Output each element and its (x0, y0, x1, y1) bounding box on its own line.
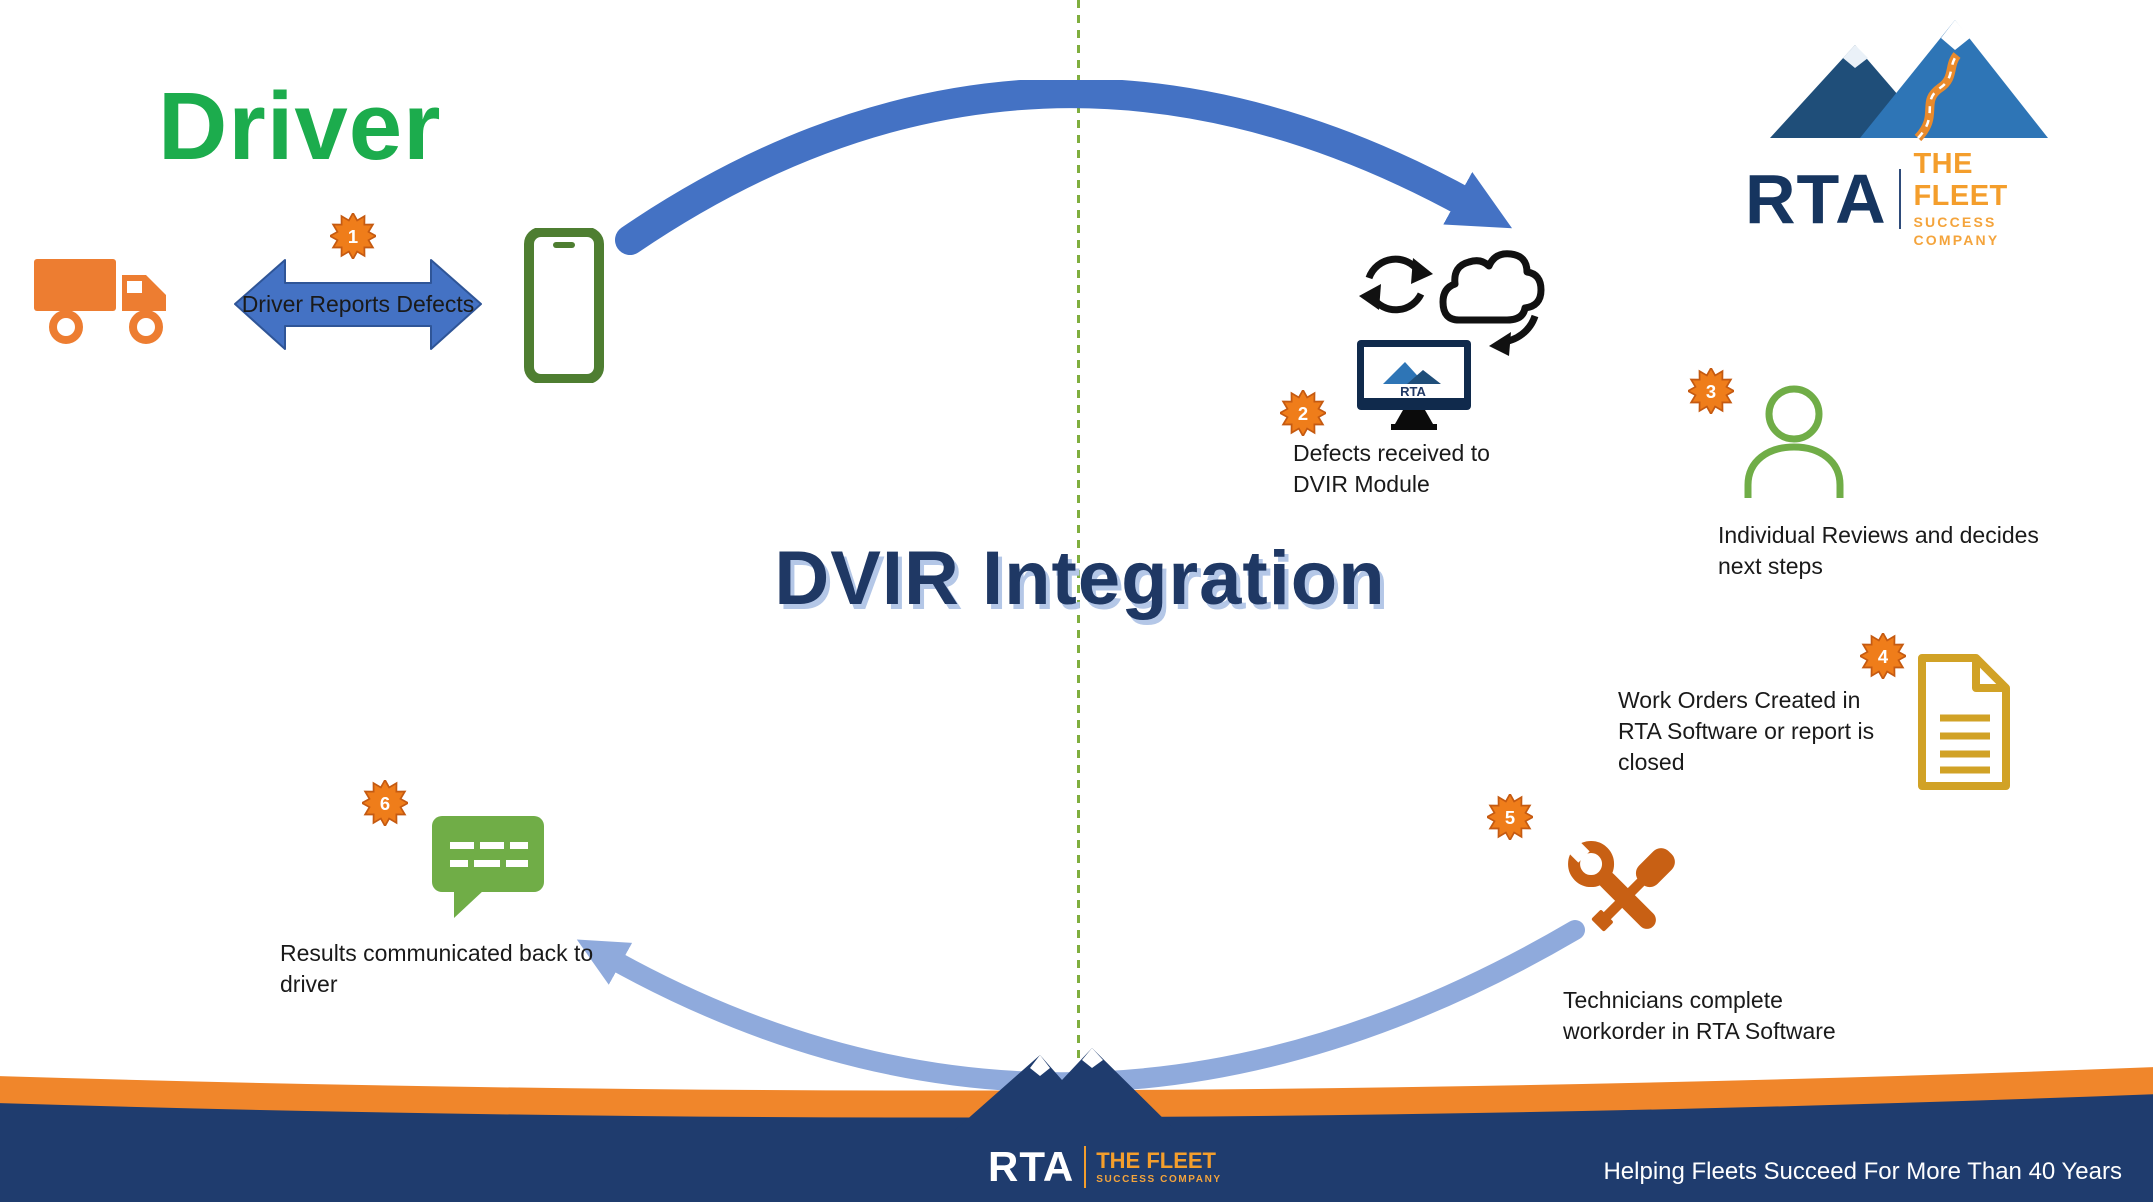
smartphone-icon (523, 227, 605, 388)
footer-mountain (955, 1048, 1175, 1130)
footer-tagline-1: THE FLEET (1096, 1148, 1216, 1174)
chat-icon-svg (432, 816, 544, 918)
step-2-label: Defects received to DVIR Module (1293, 440, 1490, 498)
truck-icon-svg (34, 259, 166, 344)
step-2-number: 2 (1298, 403, 1308, 424)
tools-icon-svg (1567, 840, 1675, 932)
rta-logo-textrow: RTA THE FLEET SUCCESS COMPANY (1745, 148, 2075, 249)
dvir-module-icon: RTA (1355, 222, 1555, 439)
center-dashed-divider (1077, 0, 1080, 1090)
footer-swoosh (0, 1048, 2153, 1202)
rta-logo-mountains (1770, 20, 2048, 142)
smartphone-icon-svg (524, 227, 604, 384)
document-icon-svg (1918, 654, 2010, 790)
step-6-label: Results communicated back to driver (280, 940, 594, 998)
rta-logo-tagline-1: THE FLEET (1913, 148, 2008, 212)
step-6-number: 6 (380, 793, 390, 814)
step-5-badge: 5 (1487, 794, 1533, 840)
footer-logo-divider (1084, 1146, 1087, 1188)
footer-tagline-2: SUCCESS COMPANY (1096, 1173, 1222, 1185)
step-5-label: Technicians complete workorder in RTA So… (1563, 987, 1836, 1045)
upload-flow-arrow (615, 80, 1513, 255)
step-5-number: 5 (1505, 807, 1515, 828)
step-3-badge: 3 (1688, 368, 1734, 414)
step-3-label: Individual Reviews and decides next step… (1718, 522, 2039, 580)
slide-title: DVIR Integration (774, 536, 1386, 621)
tools-icon (1555, 828, 1695, 973)
rta-logo: RTA THE FLEET SUCCESS COMPANY (1745, 10, 2075, 249)
cloud-sync-monitor-icon: RTA (1357, 250, 1545, 430)
truck-icon (30, 245, 185, 355)
work-order-document-icon (1910, 652, 2015, 799)
monitor-rta-text: RTA (1400, 384, 1426, 399)
step-4-number: 4 (1878, 646, 1889, 667)
footer-rta-logo: RTA THE FLEET SUCCESS COMPANY (988, 1146, 1222, 1188)
step-1-number: 1 (348, 226, 358, 247)
person-icon (1738, 383, 1850, 506)
driver-heading: Driver (158, 73, 442, 180)
rta-logo-tagline-2: SUCCESS COMPANY (1913, 213, 2000, 248)
step-4-badge: 4 (1860, 633, 1906, 679)
rta-logo-brand: RTA (1745, 160, 1887, 239)
footer-message: Helping Fleets Succeed For More Than 40 … (1603, 1158, 2122, 1185)
step-6-badge: 6 (362, 780, 408, 826)
driver-reports-arrow: Driver Reports Defects (233, 252, 483, 357)
step-1-label: Driver Reports Defects (241, 290, 475, 317)
step-4-label: Work Orders Created in RTA Software or r… (1618, 687, 1875, 776)
double-arrow-icon (234, 259, 482, 350)
step-1-badge: 1 (330, 213, 376, 259)
rta-logo-divider (1898, 169, 1902, 230)
chat-message-icon (428, 812, 548, 929)
person-icon-svg (1744, 385, 1844, 498)
step-2-badge: 2 (1280, 390, 1326, 436)
footer-rta-brand: RTA (988, 1143, 1075, 1190)
step-3-number: 3 (1706, 381, 1716, 402)
footer-navy-band (0, 1094, 2153, 1202)
